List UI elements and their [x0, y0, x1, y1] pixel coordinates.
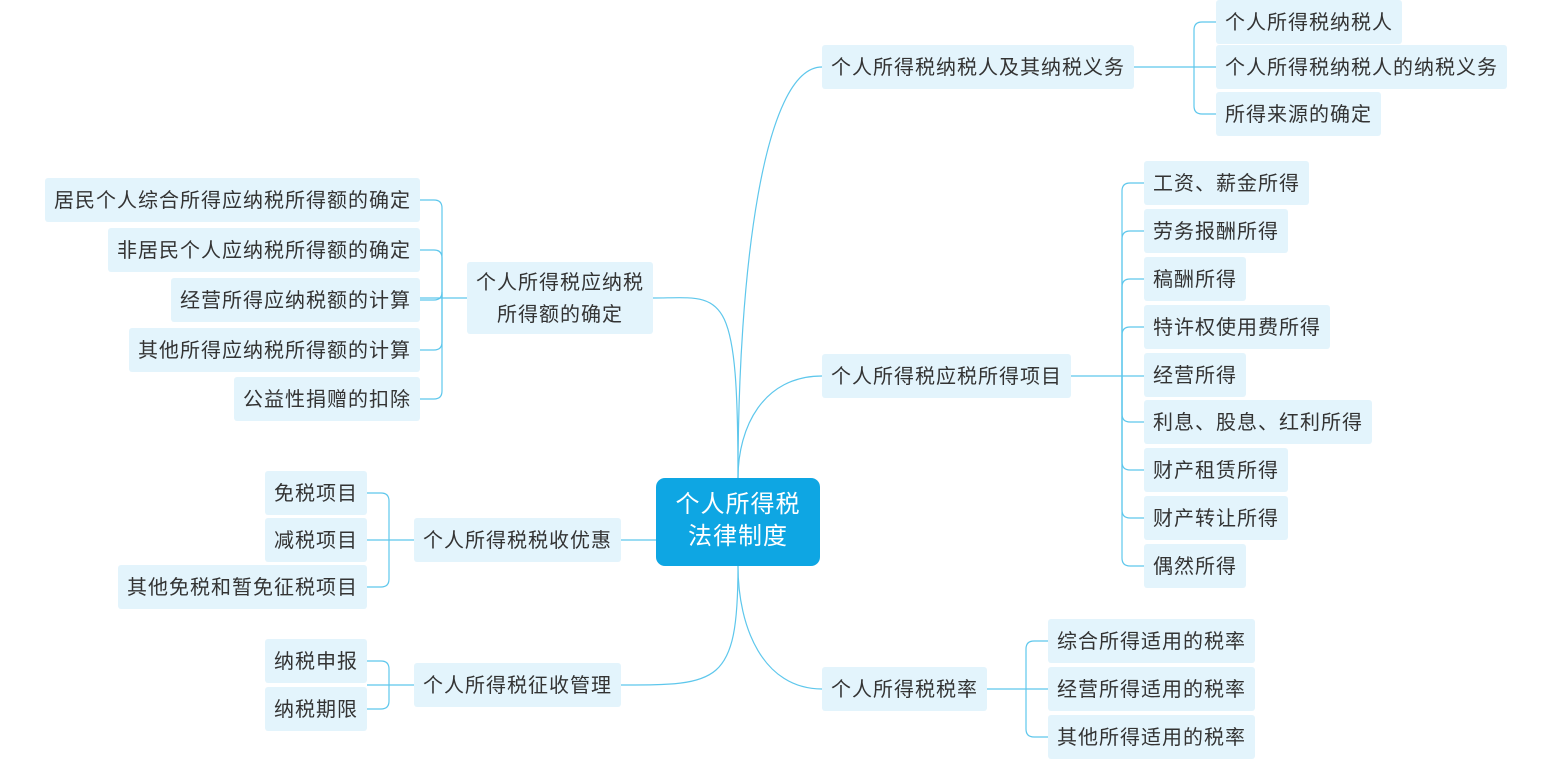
leaf-taxable-items-5[interactable]: 利息、股息、红利所得 [1144, 400, 1372, 444]
leaf-taxable-items-6[interactable]: 财产租赁所得 [1144, 448, 1288, 492]
branch-taxable-income[interactable]: 个人所得税应纳税 所得额的确定 [467, 262, 653, 334]
leaf-taxable-items-3[interactable]: 特许权使用费所得 [1144, 305, 1330, 349]
link-leaf-taxable-income-3 [420, 298, 443, 351]
link-leaf-taxable-items-3 [1121, 326, 1144, 376]
leaf-taxpayers-1[interactable]: 个人所得税纳税人的纳税义务 [1216, 45, 1507, 89]
link-leaf-administration-1 [367, 685, 390, 710]
link-leaf-taxable-income-4 [420, 298, 443, 400]
leaf-incentives-0[interactable]: 免税项目 [265, 471, 367, 515]
link-leaf-tax-rates-0 [1025, 640, 1048, 689]
leaf-tax-rates-1[interactable]: 经营所得适用的税率 [1048, 667, 1255, 711]
leaf-taxable-income-1[interactable]: 非居民个人应纳税所得额的确定 [108, 228, 420, 272]
leaf-taxable-income-4[interactable]: 公益性捐赠的扣除 [234, 377, 420, 421]
leaf-taxable-items-0[interactable]: 工资、薪金所得 [1144, 161, 1309, 205]
link-leaf-taxpayers-2 [1193, 67, 1216, 115]
leaf-taxpayers-2[interactable]: 所得来源的确定 [1216, 92, 1381, 136]
link-root-branch-administration [620, 565, 739, 686]
leaf-incentives-2[interactable]: 其他免税和暂免征税项目 [118, 565, 367, 609]
link-leaf-taxable-items-2 [1121, 278, 1144, 376]
leaf-administration-0[interactable]: 纳税申报 [265, 639, 367, 683]
leaf-tax-rates-2[interactable]: 其他所得适用的税率 [1048, 715, 1255, 759]
leaf-taxpayers-0[interactable]: 个人所得税纳税人 [1216, 0, 1402, 44]
link-leaf-tax-rates-2 [1025, 689, 1048, 738]
link-leaf-taxable-items-6 [1121, 376, 1144, 471]
link-leaf-taxpayers-0 [1193, 21, 1216, 67]
leaf-incentives-1[interactable]: 减税项目 [265, 518, 367, 562]
leaf-taxable-income-0[interactable]: 居民个人综合所得应纳税所得额的确定 [45, 178, 420, 222]
link-leaf-administration-0 [367, 660, 390, 685]
link-leaf-incentives-0 [367, 492, 390, 540]
link-leaf-taxable-income-0 [420, 199, 443, 298]
leaf-taxable-items-8[interactable]: 偶然所得 [1144, 544, 1246, 588]
branch-tax-rates[interactable]: 个人所得税税率 [822, 667, 987, 711]
link-leaf-incentives-2 [367, 540, 390, 588]
root-topic[interactable]: 个人所得税 法律制度 [656, 478, 820, 566]
leaf-taxable-items-1[interactable]: 劳务报酬所得 [1144, 209, 1288, 253]
root-topic-line2: 法律制度 [688, 522, 788, 550]
link-leaf-taxable-items-8 [1121, 376, 1144, 567]
link-leaf-taxable-items-1 [1121, 230, 1144, 376]
link-leaf-taxable-items-0 [1121, 182, 1144, 376]
link-root-branch-tax-rates [737, 565, 823, 690]
link-leaf-taxable-items-5 [1121, 376, 1144, 423]
link-root-branch-taxable-items [737, 375, 823, 479]
branch-incentives[interactable]: 个人所得税税收优惠 [414, 518, 621, 562]
link-leaf-taxable-items-7 [1121, 376, 1144, 519]
link-leaf-taxable-income-2 [420, 291, 443, 301]
leaf-administration-1[interactable]: 纳税期限 [265, 687, 367, 731]
link-root-branch-taxable-income [652, 297, 739, 479]
link-root-branch-taxpayers [737, 66, 823, 479]
branch-taxpayers[interactable]: 个人所得税纳税人及其纳税义务 [822, 45, 1134, 89]
leaf-taxable-items-2[interactable]: 稿酬所得 [1144, 257, 1246, 301]
branch-administration[interactable]: 个人所得税征收管理 [414, 663, 621, 707]
root-topic-line1: 个人所得税 [675, 490, 801, 518]
branch-taxable-income-line2: 所得额的确定 [497, 302, 623, 326]
branch-taxable-income-line1: 个人所得税应纳税 [476, 270, 644, 294]
leaf-taxable-items-7[interactable]: 财产转让所得 [1144, 496, 1288, 540]
branch-taxable-items[interactable]: 个人所得税应税所得项目 [822, 354, 1071, 398]
leaf-taxable-items-4[interactable]: 经营所得 [1144, 353, 1246, 397]
leaf-taxable-income-2[interactable]: 经营所得应纳税额的计算 [171, 278, 420, 322]
link-leaf-taxable-income-1 [420, 249, 443, 298]
leaf-tax-rates-0[interactable]: 综合所得适用的税率 [1048, 619, 1255, 663]
leaf-taxable-income-3[interactable]: 其他所得应纳税所得额的计算 [129, 328, 420, 372]
